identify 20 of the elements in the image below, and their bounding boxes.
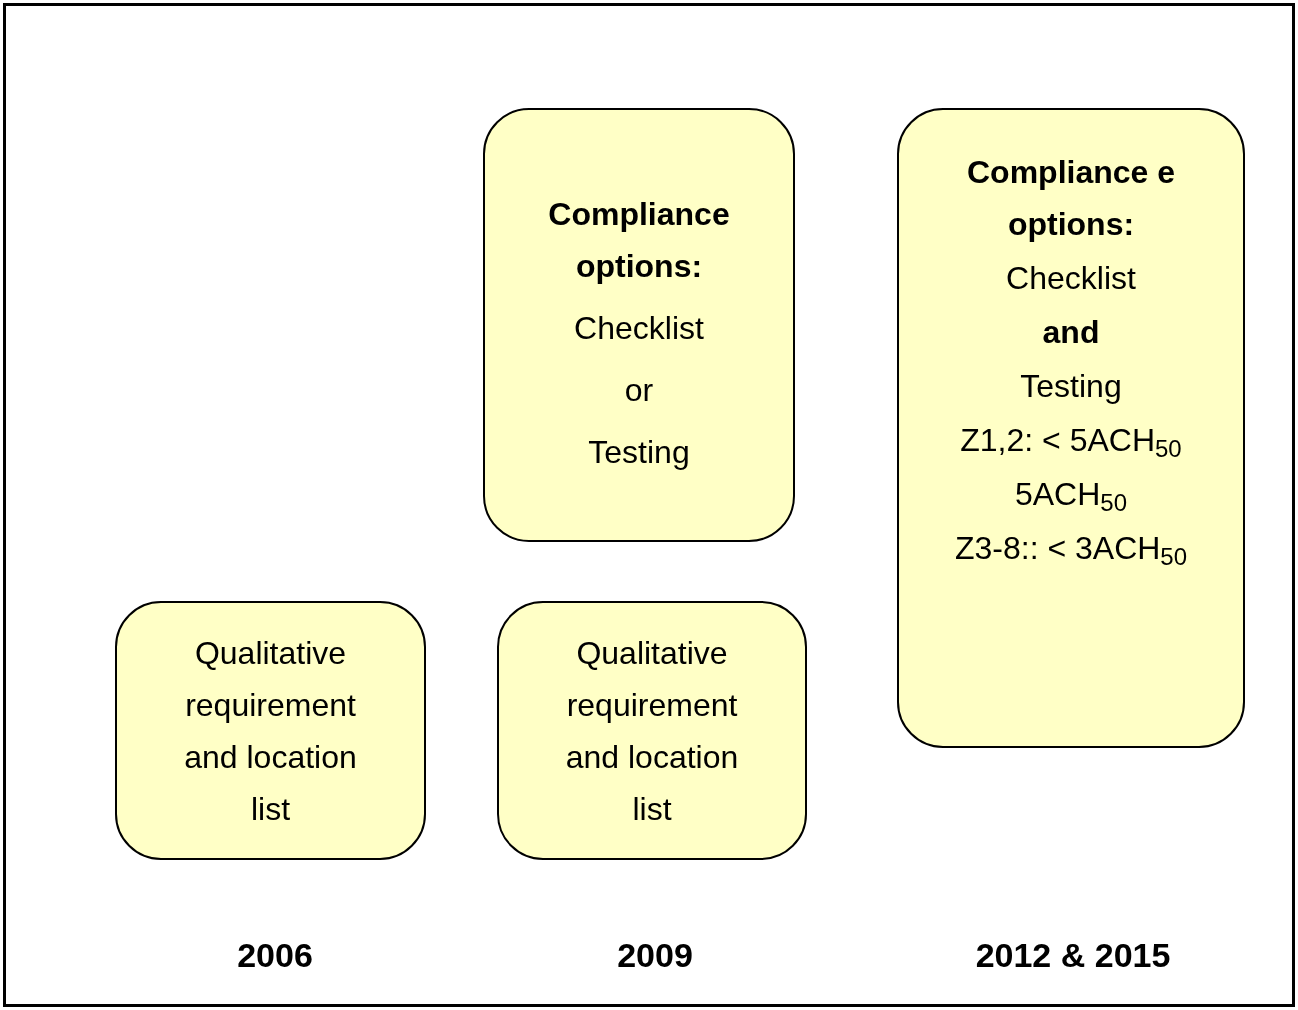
year-label: 2012 & 2015	[975, 935, 1171, 976]
rounded-box	[483, 108, 795, 542]
box-text: Z1,2: < 5ACH$_{50}$	[960, 421, 1182, 464]
box-text: Z3-8:: < 3ACH$_{50}$	[954, 529, 1188, 572]
box-heading: Compliance options:	[547, 195, 731, 286]
box-text: Testing	[588, 433, 690, 472]
rounded-box	[497, 601, 807, 860]
box-heading: Compliance e options:	[965, 153, 1177, 244]
box-text: or	[624, 371, 654, 410]
year-label: 2009	[617, 935, 693, 976]
box-text: Testing	[1020, 367, 1122, 406]
box-text: Checklist	[1006, 259, 1136, 298]
rounded-box	[897, 108, 1245, 748]
box-heading: Qualitative requirement and location list	[564, 634, 740, 829]
box-text: Checklist	[574, 309, 704, 348]
box-text: and	[1042, 313, 1100, 352]
box-heading: Qualitative requirement and location list	[183, 634, 358, 829]
year-label: 2006	[237, 935, 313, 976]
rounded-box	[115, 601, 426, 860]
box-text: 5ACH$_{50}$	[1014, 475, 1128, 518]
